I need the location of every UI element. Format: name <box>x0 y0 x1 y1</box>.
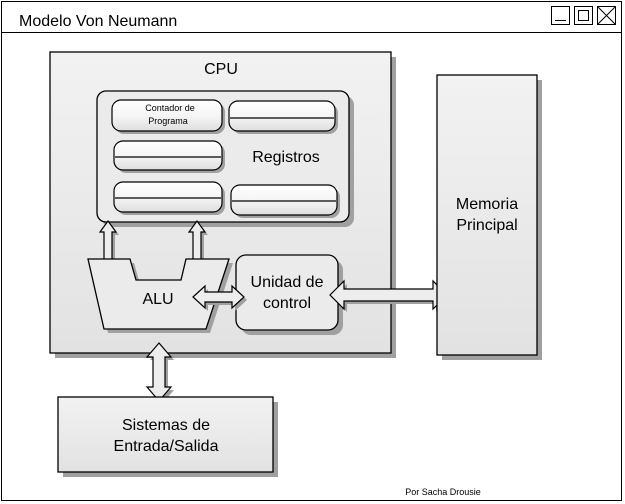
registers-label: Registros <box>252 149 320 166</box>
io-systems-block: Sistemas de Entrada/Salida <box>57 396 278 477</box>
io-line1: Sistemas de <box>122 417 210 434</box>
control-unit-block: Unidad de control <box>235 254 343 335</box>
memory-line2: Principal <box>456 217 517 234</box>
program-counter-register: Contador de Programa <box>111 99 225 134</box>
maximize-icon[interactable] <box>574 6 593 25</box>
program-counter-line1: Contador de <box>145 103 195 113</box>
minimize-icon[interactable] <box>551 6 570 25</box>
register-slot <box>230 184 340 218</box>
memory-line1: Memoria <box>456 196 518 213</box>
alu-to-registers-arrow <box>98 219 119 264</box>
register-slot <box>228 100 338 134</box>
close-icon[interactable] <box>597 6 616 25</box>
title-bar[interactable]: Modelo Von Neumann <box>2 2 621 33</box>
program-counter-line2: Programa <box>148 116 188 126</box>
control-unit-line1: Unidad de <box>251 274 324 291</box>
cpu-io-arrow <box>145 342 174 404</box>
alu-block: ALU <box>87 258 233 333</box>
register-slot <box>113 140 225 173</box>
alu-to-registers-arrow <box>187 219 208 264</box>
alu-label: ALU <box>142 291 173 308</box>
window-title: Modelo Von Neumann <box>19 13 178 30</box>
control-unit-line2: control <box>263 295 311 312</box>
main-memory-block: Memoria Principal <box>436 74 542 360</box>
author-credit: Por Sacha Drousie <box>405 487 481 497</box>
io-line2: Entrada/Salida <box>114 438 219 455</box>
alu-control-arrow <box>192 284 247 311</box>
cpu-label: CPU <box>204 61 238 78</box>
register-slot <box>113 181 225 215</box>
